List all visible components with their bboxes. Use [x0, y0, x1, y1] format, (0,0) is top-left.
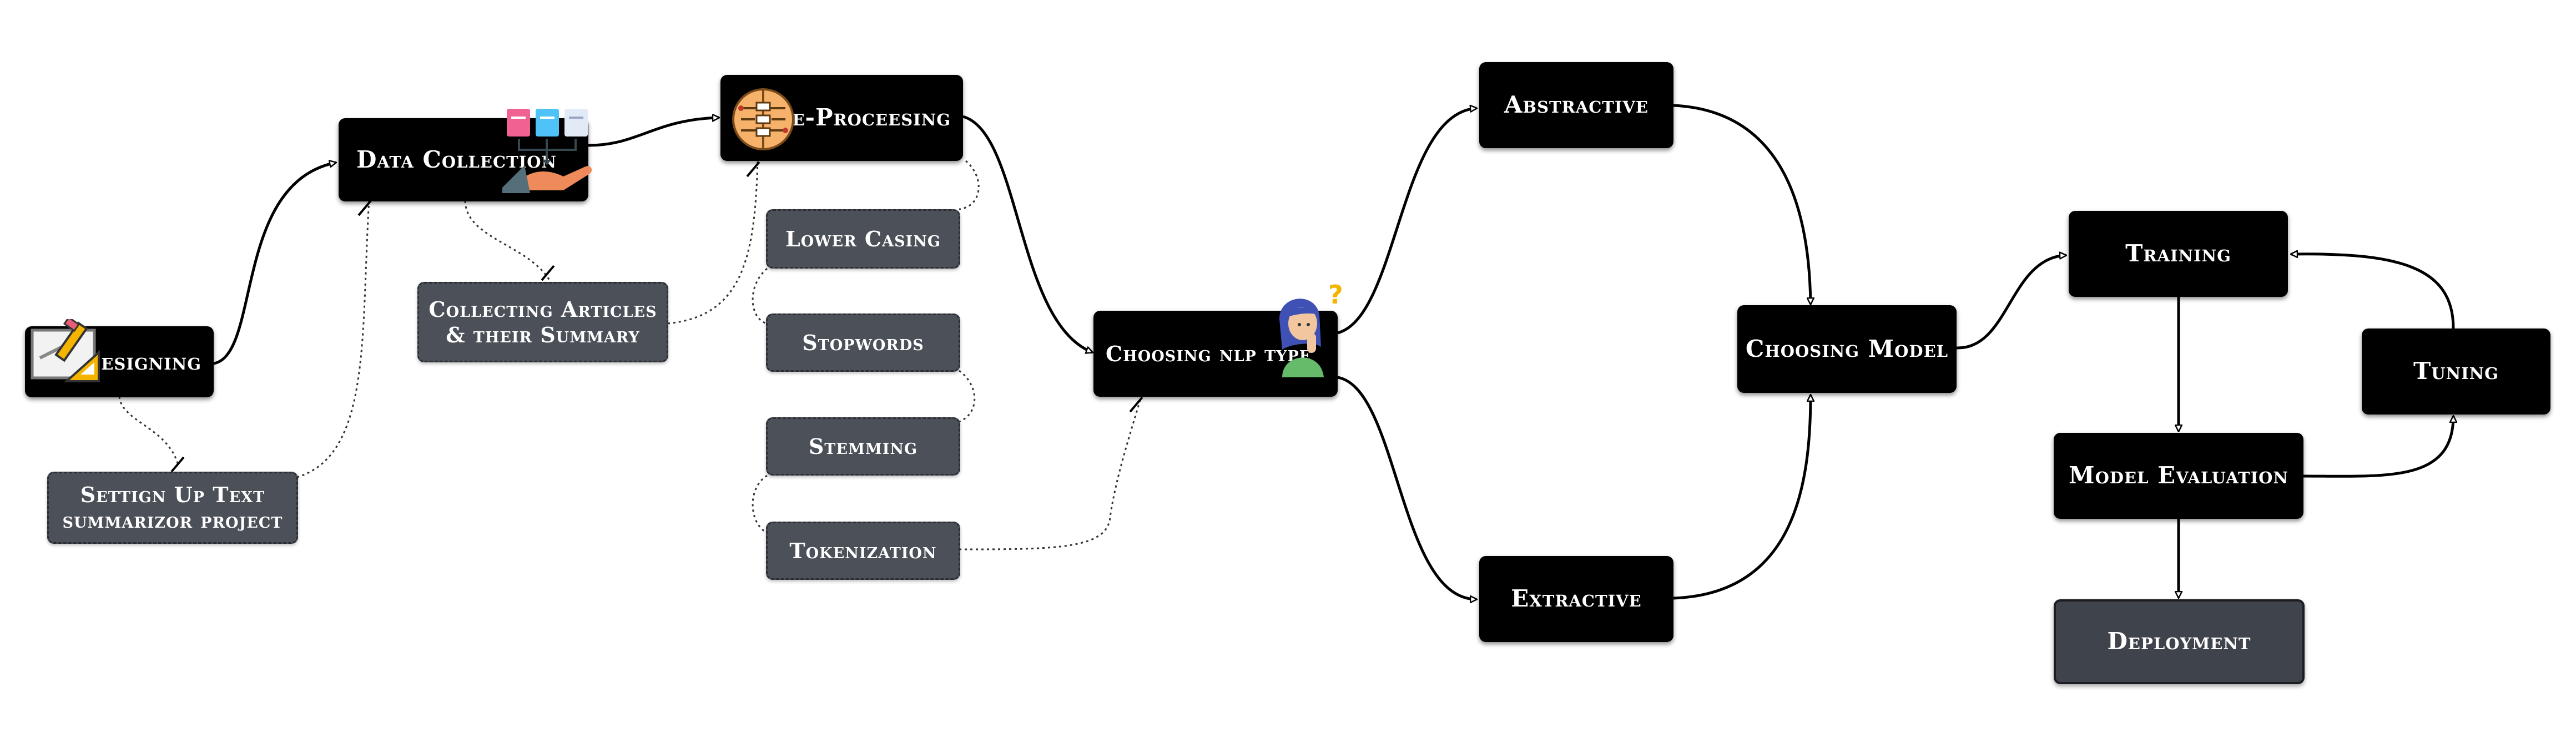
node-tuning[interactable]: Tuning: [2362, 328, 2550, 415]
edge-pre-processing-choosing-nlp: [962, 115, 1092, 352]
node-collecting-articles[interactable]: Collecting Articles & their Summary: [417, 282, 668, 362]
node-extractive-label: Extractive: [1511, 585, 1642, 613]
node-choosing-model[interactable]: Choosing Model: [1737, 305, 1957, 393]
node-extractive[interactable]: Extractive: [1479, 556, 1673, 642]
edge-designing-data-collection: [213, 163, 336, 365]
edge-stopwords-stemming: [959, 370, 976, 423]
node-abstractive[interactable]: Abstractive: [1479, 62, 1673, 148]
node-lower-casing[interactable]: Lower Casing: [766, 209, 960, 269]
edge-tuning-training: [2291, 254, 2455, 329]
thinking-girl-icon: ?: [1279, 280, 1343, 377]
edge-data-collection-pre-processing: [588, 118, 719, 147]
node-setting-up-project-label: Settign Up Text summarizor project: [62, 482, 283, 533]
svg-text:?: ?: [1328, 280, 1343, 310]
node-model-evaluation-label: Model Evaluation: [2069, 462, 2288, 489]
node-tuning-label: Tuning: [2413, 357, 2499, 385]
node-deployment-label: Deployment: [2107, 628, 2251, 655]
edge-abstractive-choosing-model: [1673, 104, 1811, 304]
node-abstractive-label: Abstractive: [1504, 91, 1649, 119]
edge-designing-setting-up: [118, 396, 179, 464]
node-choosing-nlp-type-label: Choosing nlp type: [1106, 341, 1312, 366]
edge-lower-casing-stopwords: [752, 267, 768, 325]
node-lower-casing-label: Lower Casing: [785, 226, 941, 251]
edge-collecting-pre-processing: [667, 160, 759, 325]
node-model-evaluation[interactable]: Model Evaluation: [2054, 433, 2303, 519]
design-tools-icon: [31, 319, 100, 382]
node-training-label: Training: [2125, 240, 2231, 267]
edge-setting-up-data-collection: [296, 199, 370, 478]
data-collection-documents-icon: [502, 109, 592, 193]
edge-pre-processing-lower-casing: [959, 160, 980, 210]
edge-data-collection-collecting: [464, 200, 551, 281]
node-stopwords-label: Stopwords: [802, 330, 924, 355]
node-deployment[interactable]: Deployment: [2054, 599, 2305, 684]
node-choosing-model-label: Choosing Model: [1745, 335, 1949, 362]
edge-stemming-tokenization: [752, 474, 768, 534]
brain-circuit-icon: [732, 88, 794, 150]
edge-extractive-choosing-model: [1673, 395, 1811, 600]
node-stemming-label: Stemming: [808, 433, 918, 459]
edge-tokenization-choosing-nlp: [959, 398, 1142, 550]
node-stemming[interactable]: Stemming: [766, 417, 960, 476]
edge-choosing-nlp-extractive: [1337, 376, 1476, 599]
node-training[interactable]: Training: [2069, 211, 2288, 297]
edge-choosing-nlp-abstractive: [1337, 108, 1476, 335]
edge-choosing-model-training: [1956, 255, 2066, 350]
edge-model-evaluation-tuning: [2303, 416, 2453, 478]
node-collecting-articles-label: Collecting Articles & their Summary: [429, 296, 657, 347]
node-designing-label: Designing: [80, 347, 201, 375]
node-tokenization[interactable]: Tokenization: [766, 522, 960, 580]
node-setting-up-project[interactable]: Settign Up Text summarizor project: [47, 472, 298, 544]
node-tokenization-label: Tokenization: [789, 538, 937, 563]
node-stopwords[interactable]: Stopwords: [766, 314, 960, 372]
